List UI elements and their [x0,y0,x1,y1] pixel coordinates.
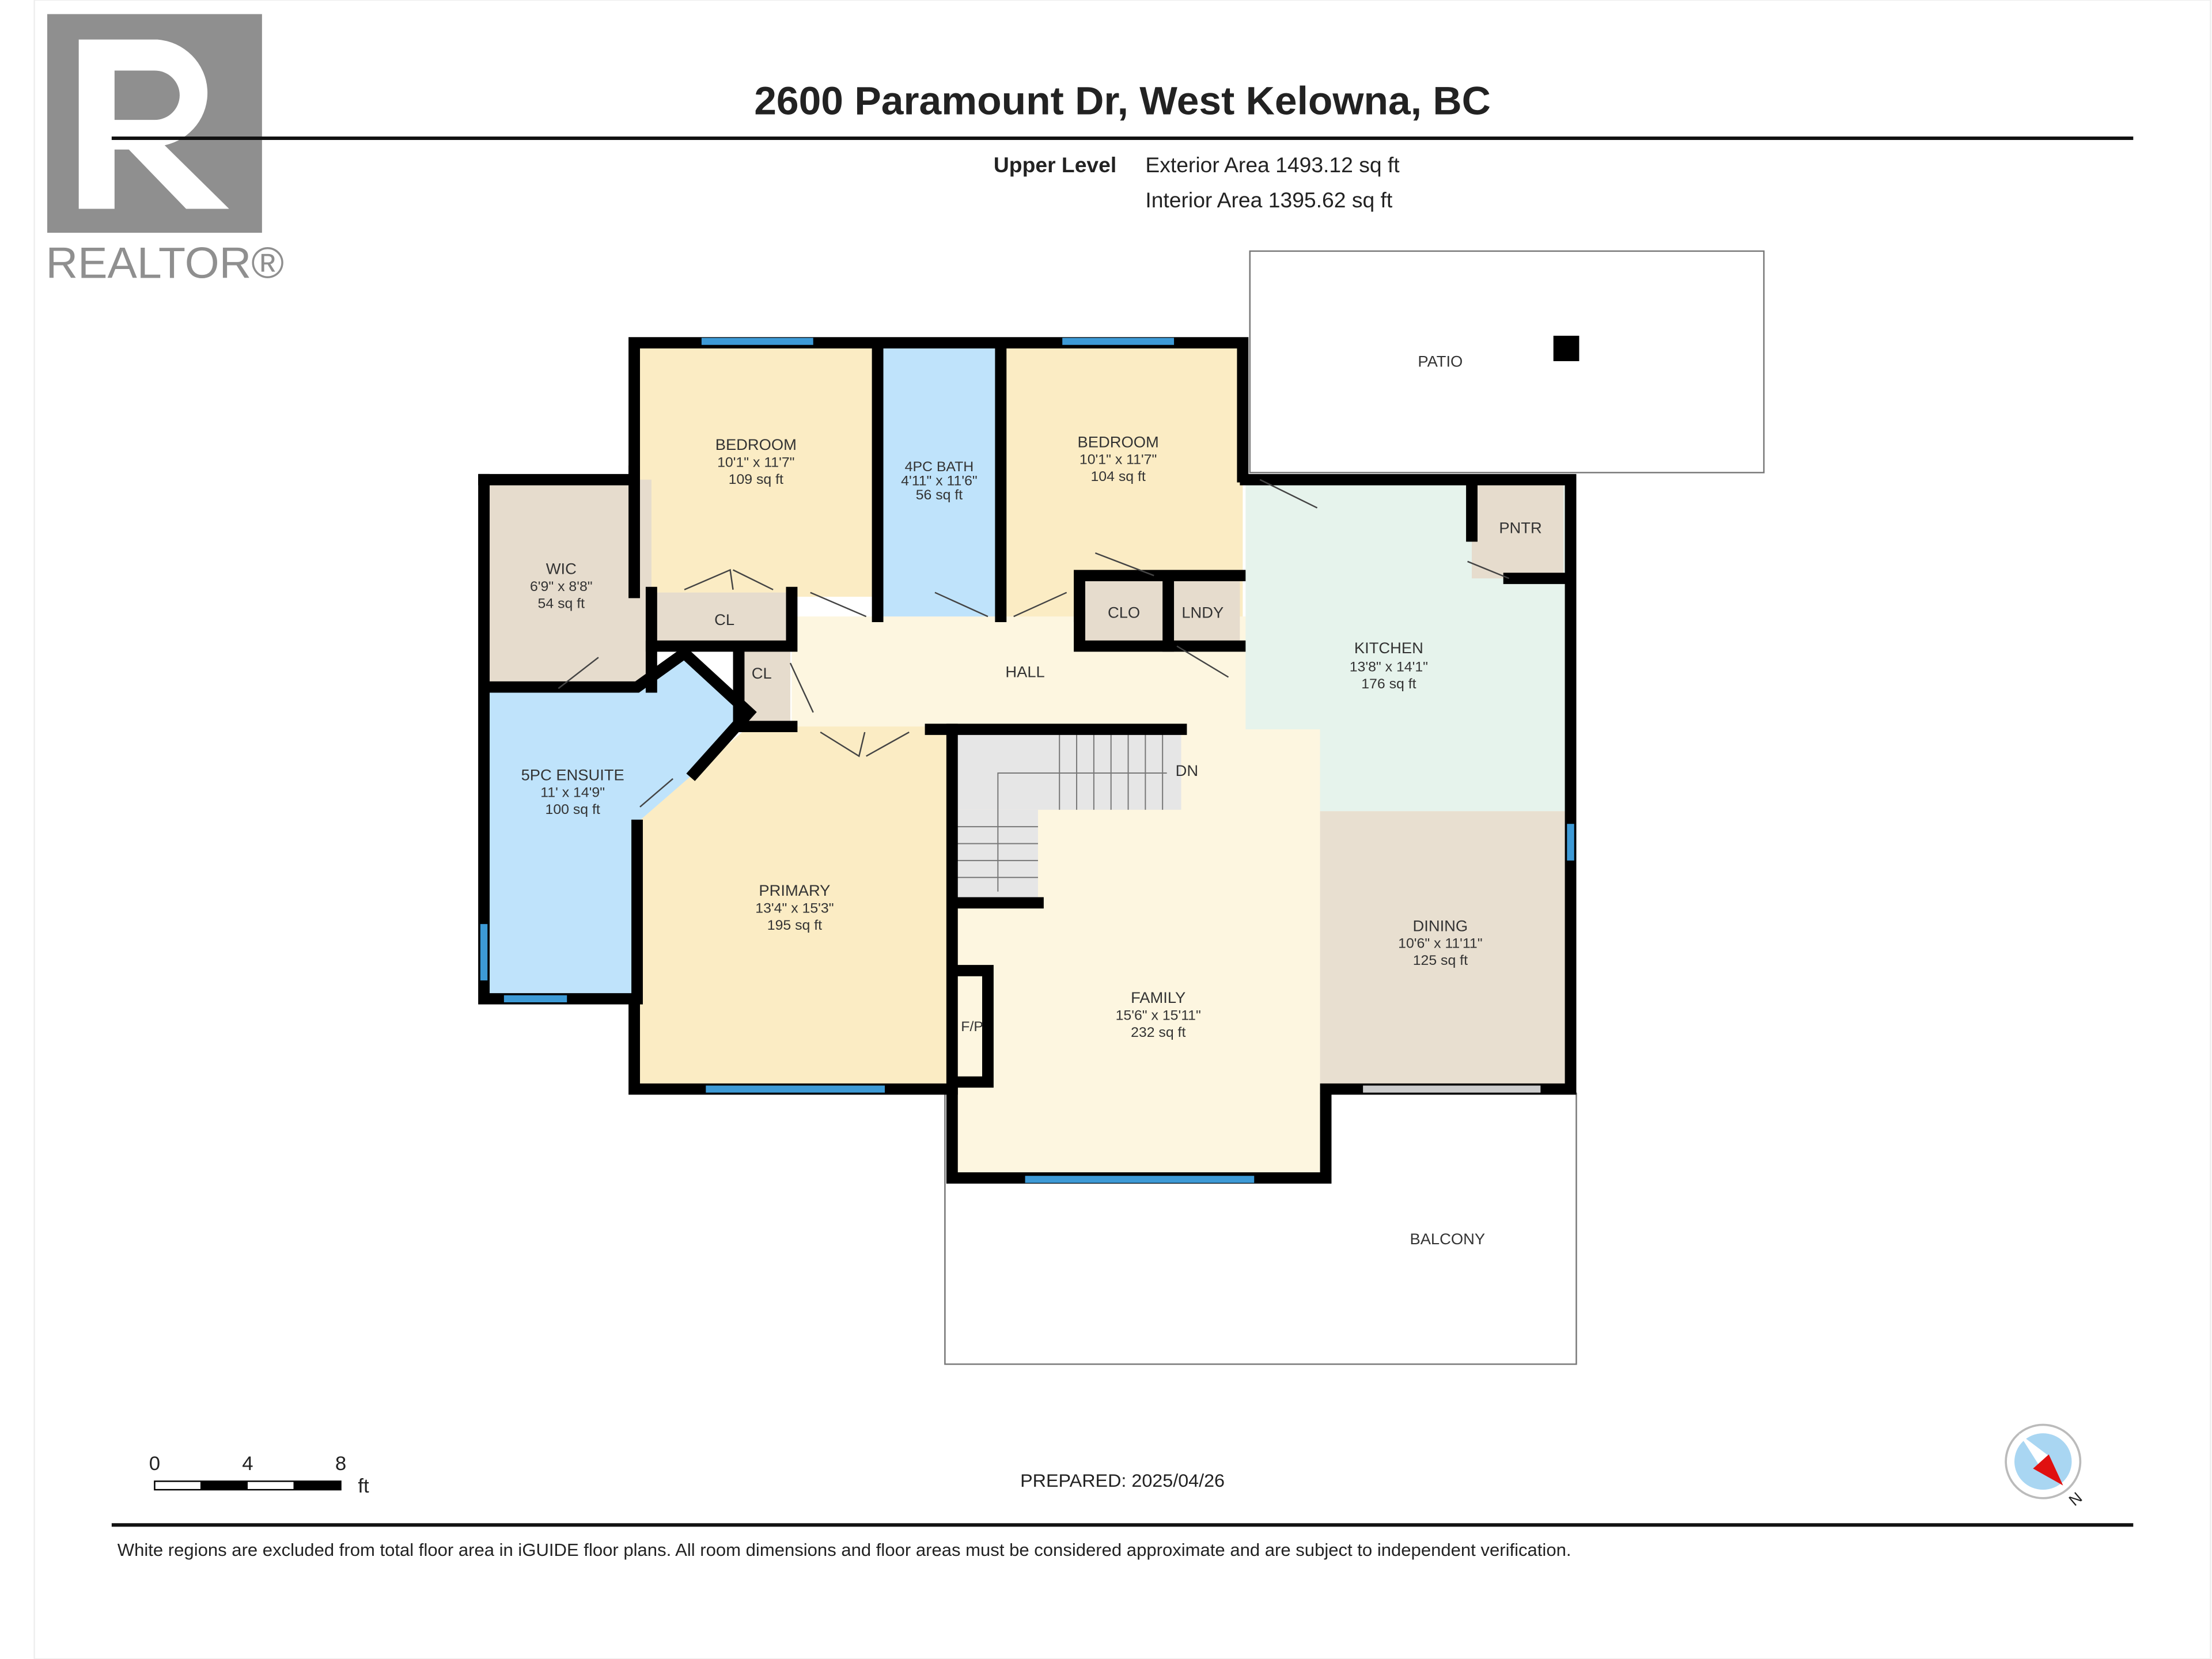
kitchen-name: KITCHEN [1354,639,1423,657]
hall-label: HALL [1005,663,1044,681]
family-dims: 15'6" x 15'11" [1116,1008,1201,1024]
wic-area: 54 sq ft [538,596,585,612]
primary-dims: 13'4" x 15'3" [755,901,834,916]
stairs [956,732,1181,903]
cl-1-label: CL [714,611,734,628]
wic-name: WIC [546,560,577,578]
room-5pc-ensuite [487,653,749,996]
room-primary [634,726,952,1089]
bath-area: 56 sq ft [916,487,963,503]
clo-label: CLO [1108,604,1140,622]
bath-name: 4PC BATH [905,459,974,475]
bedroom-2-dims: 10'1" x 11'7" [1080,452,1157,468]
patio-marker [1553,335,1580,361]
family-name: FAMILY [1131,988,1185,1006]
dining-name: DINING [1413,917,1468,935]
ensuite-area: 100 sq ft [546,802,600,817]
room-wic [487,479,652,689]
room-lndy [1171,578,1240,646]
scale-unit: ft [358,1475,369,1497]
bedroom-2-area: 104 sq ft [1090,469,1145,484]
realtor-logo: REALTOR® [46,14,284,287]
realtor-logo-text: REALTOR® [46,239,284,287]
lndy-label: LNDY [1181,604,1224,622]
room-cl-1 [656,592,793,643]
primary-name: PRIMARY [759,881,830,899]
scale-tick-4: 4 [242,1453,253,1475]
balcony-label: BALCONY [1410,1230,1485,1248]
scale-tick-0: 0 [149,1453,160,1475]
room-4pc-bath [877,343,1001,618]
exterior-area: Exterior Area 1493.12 sq ft [1145,153,1400,177]
stairs-dn-label: DN [1176,762,1198,779]
ensuite-dims: 11' x 14'9" [540,785,605,801]
primary-area: 195 sq ft [767,918,822,933]
interior-area: Interior Area 1395.62 sq ft [1145,188,1393,212]
page-title: 2600 Paramount Dr, West Kelowna, BC [754,78,1491,123]
room-dining [1320,811,1567,1088]
patio-label: PATIO [1418,353,1463,370]
doors [558,479,1510,808]
room-bedroom-1 [634,343,878,597]
dining-area: 125 sq ft [1413,953,1468,968]
footer-disclaimer: White regions are excluded from total fl… [118,1540,1571,1560]
walls [478,337,1577,1184]
family-area: 232 sq ft [1131,1025,1185,1040]
room-clo [1082,578,1166,646]
bath-dims: 4'11" x 11'6" [901,474,978,489]
dining-dims: 10'6" x 11'11" [1398,936,1482,952]
windows [480,338,1574,1183]
kitchen-area: 176 sq ft [1361,676,1416,692]
pntr-label: PNTR [1499,519,1541,537]
patio-area [1249,250,1765,474]
level-label: Upper Level [994,153,1116,177]
prepared-date: PREPARED: 2025/04/26 [1020,1470,1225,1491]
kitchen-dims: 13'8" x 14'1" [1350,660,1428,675]
room-pntr [1472,482,1564,579]
wic-dims: 6'9" x 8'8" [530,579,593,594]
fireplace-label: F/P [961,1019,983,1035]
scale-bar: 0 4 8 ft [149,1453,369,1497]
bedroom-1-area: 109 sq ft [729,472,783,487]
bedroom-1-name: BEDROOM [715,435,797,453]
bedroom-1-dims: 10'1" x 11'7" [717,455,794,471]
scale-tick-8: 8 [335,1453,346,1475]
room-labels: BEDROOM 10'1" x 11'7" 109 sq ft 4PC BATH… [521,353,1542,1248]
ensuite-name: 5PC ENSUITE [521,766,624,783]
bedroom-2-name: BEDROOM [1078,433,1159,451]
cl-2-label: CL [752,664,772,682]
